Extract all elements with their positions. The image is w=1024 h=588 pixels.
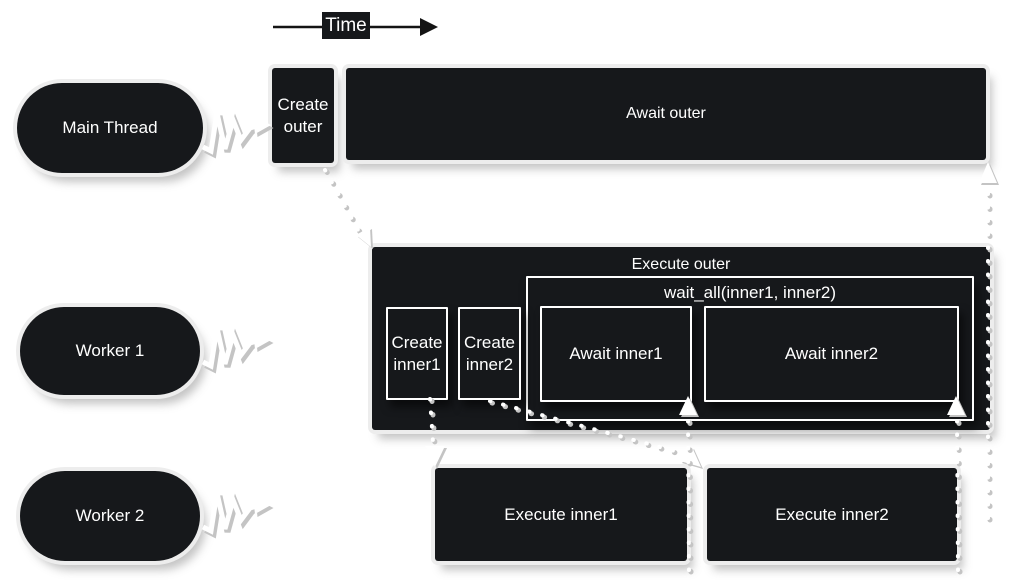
block-create-inner2-label: Create inner2 (463, 333, 516, 374)
block-create-inner2: Create inner2 (458, 307, 521, 400)
block-wait-all: wait_all(inner1, inner2) (526, 276, 974, 421)
block-execute-inner1: Execute inner1 (435, 468, 687, 561)
block-await-outer: Await outer (346, 68, 986, 160)
block-await-inner2-label: Await inner2 (784, 344, 879, 364)
thread-label-worker2: Worker 2 (75, 506, 145, 526)
squiggle-arrow-worker1-icon (201, 327, 274, 374)
thread-label-worker1: Worker 1 (75, 341, 145, 361)
block-execute-inner1-label: Execute inner1 (504, 504, 618, 524)
block-execute-outer-label: Execute outer (631, 256, 731, 273)
block-execute-inner2: Execute inner2 (707, 468, 957, 561)
block-create-outer: Create outer (272, 68, 334, 163)
block-await-outer-label: Await outer (626, 105, 706, 122)
squiggle-arrow-worker2-icon (201, 492, 274, 539)
squiggle-arrow-main-thread-icon (201, 112, 274, 159)
time-axis-label: Time (322, 12, 370, 39)
thread-pill-worker-2: Worker 2 (20, 471, 200, 561)
block-await-inner1: Await inner1 (540, 306, 692, 402)
thread-label-main: Main Thread (62, 118, 158, 138)
block-create-inner1-label: Create inner1 (391, 333, 443, 374)
thread-pill-worker-1: Worker 1 (20, 307, 200, 395)
block-await-inner1-label: Await inner1 (569, 344, 663, 364)
thread-pill-main-thread: Main Thread (17, 83, 203, 173)
block-wait-all-label: wait_all(inner1, inner2) (664, 283, 836, 302)
spawn-arrow-outer-icon (323, 168, 373, 249)
block-execute-inner2-label: Execute inner2 (775, 504, 889, 524)
time-axis-label-text: Time (325, 14, 367, 36)
block-create-outer-label: Create outer (277, 95, 329, 136)
block-await-inner2: Await inner2 (704, 306, 959, 402)
block-create-inner1: Create inner1 (386, 307, 448, 400)
